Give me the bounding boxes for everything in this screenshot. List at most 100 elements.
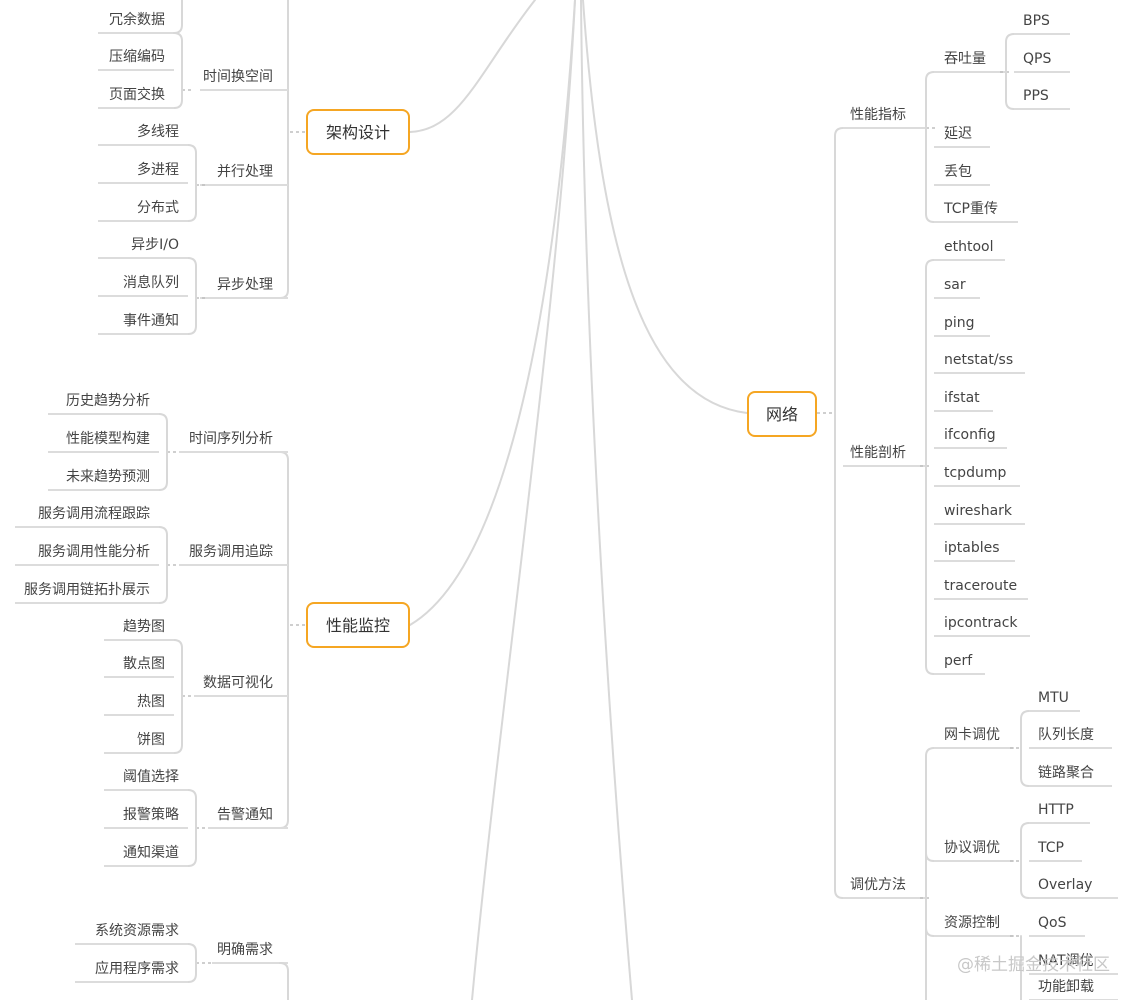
mon-item-1-1: 服务调用性能分析 bbox=[38, 544, 150, 560]
mon-item-2-3: 饼图 bbox=[137, 732, 165, 748]
arch-trunk bbox=[279, 0, 289, 299]
mon-trunk bbox=[279, 451, 289, 829]
mon-group-3: 告警通知 bbox=[217, 806, 273, 823]
mon-item-1-0: 服务调用流程跟踪 bbox=[38, 506, 150, 522]
net-analysis-bracket bbox=[925, 259, 935, 675]
net-analysis-item-5: ifconfig bbox=[944, 427, 996, 443]
trunk-network bbox=[582, 0, 748, 414]
net-analysis-item-0: ethtool bbox=[944, 239, 994, 255]
arch-item-2-2: 事件通知 bbox=[123, 312, 179, 329]
net-throughput-item-1: QPS bbox=[1023, 51, 1051, 67]
net-tuning: 调优方法 bbox=[850, 877, 906, 893]
net-tuning-item-1-2: Overlay bbox=[1038, 877, 1092, 893]
req-trunk bbox=[279, 962, 289, 1000]
mon-item-2-0: 趋势图 bbox=[123, 619, 165, 635]
arch-item-1-1: 多进程 bbox=[137, 161, 179, 178]
watermark: @稀土掘金技术社区 bbox=[957, 955, 1110, 975]
net-throughput-item-0: BPS bbox=[1023, 13, 1050, 29]
net-analysis-item-1: sar bbox=[944, 277, 966, 293]
hub-monitoring[interactable] bbox=[306, 602, 410, 648]
arch-item-0-0: 冗余数据 bbox=[109, 11, 165, 28]
net-throughput-item-2: PPS bbox=[1023, 88, 1049, 104]
mon-item-0-1: 性能模型构建 bbox=[66, 431, 150, 447]
net-tuning-bracket-0 bbox=[1020, 710, 1030, 787]
net-tuning-item-2-0: QoS bbox=[1038, 915, 1067, 931]
net-tuning-group-0: 网卡调优 bbox=[944, 727, 1000, 743]
net-tuning-item-1-0: HTTP bbox=[1038, 802, 1074, 818]
arch-bracket-0 bbox=[173, 32, 183, 109]
net-metrics-item-1: 丢包 bbox=[944, 164, 972, 180]
net-tuning-item-1-1: TCP bbox=[1037, 840, 1064, 856]
hub-network-label: 网络 bbox=[766, 405, 798, 424]
net-metrics-item-0: 延迟 bbox=[944, 126, 972, 142]
net-tuning-join-1 bbox=[925, 852, 935, 862]
net-analysis-item-2: ping bbox=[944, 315, 975, 331]
hub-network[interactable] bbox=[747, 391, 817, 437]
net-tuning-bracket bbox=[925, 747, 935, 1000]
arch-item-2-1: 消息队列 bbox=[123, 274, 179, 291]
arch-item-0-1: 压缩编码 bbox=[109, 49, 165, 65]
arch-group-0: 时间换空间 bbox=[203, 68, 273, 85]
net-tuning-item-2-1: NAT调优 bbox=[1038, 953, 1094, 969]
net-throughput-bracket bbox=[1005, 33, 1015, 110]
net-tuning-group-2: 资源控制 bbox=[944, 915, 1000, 931]
mon-item-2-1: 散点图 bbox=[123, 656, 165, 672]
arch-item-1-2: 分布式 bbox=[137, 200, 179, 216]
hub-architecture[interactable] bbox=[306, 109, 410, 155]
net-metrics: 性能指标 bbox=[850, 107, 906, 123]
mon-item-0-2: 未来趋势预测 bbox=[66, 469, 150, 485]
arch-bracket-2 bbox=[187, 257, 197, 335]
connector-lines bbox=[15, 0, 1118, 1000]
mon-item-3-2: 通知渠道 bbox=[123, 844, 179, 861]
mon-bracket-0 bbox=[158, 413, 168, 491]
mon-bracket-1 bbox=[158, 526, 168, 604]
arch-group-1: 并行处理 bbox=[217, 164, 273, 180]
arch-item-2-0: 异步I/O bbox=[131, 237, 179, 253]
mon-item-3-0: 阈值选择 bbox=[123, 769, 179, 785]
mon-group-0: 时间序列分析 bbox=[189, 431, 273, 447]
req-bracket bbox=[187, 943, 197, 983]
net-metrics-bracket bbox=[925, 71, 935, 223]
net-analysis-item-3: netstat/ss bbox=[944, 352, 1013, 368]
arch-top-bracket bbox=[173, 0, 183, 34]
hub-architecture-label: 架构设计 bbox=[326, 123, 390, 142]
req-item-1: 应用程序需求 bbox=[95, 960, 179, 977]
net-analysis-item-6: tcpdump bbox=[944, 465, 1006, 481]
net-analysis: 性能剖析 bbox=[850, 445, 906, 461]
net-analysis-item-7: wireshark bbox=[944, 503, 1013, 519]
net-analysis-item-4: ifstat bbox=[944, 390, 980, 406]
net-tuning-item-0-0: MTU bbox=[1038, 690, 1069, 706]
net-tuning-item-0-2: 链路聚合 bbox=[1038, 765, 1094, 781]
mon-item-0-0: 历史趋势分析 bbox=[66, 393, 150, 409]
arch-item-1-0: 多线程 bbox=[137, 123, 179, 140]
net-analysis-item-11: perf bbox=[944, 653, 973, 669]
net-tuning-item-2-2: 功能卸载 bbox=[1038, 979, 1094, 995]
arch-group-2: 异步处理 bbox=[217, 277, 273, 293]
mon-item-1-2: 服务调用链拓扑展示 bbox=[24, 582, 150, 598]
mon-bracket-2 bbox=[173, 639, 183, 754]
trunk-architecture bbox=[409, 0, 536, 133]
mon-group-1: 服务调用追踪 bbox=[189, 544, 273, 560]
mon-bracket-3 bbox=[187, 789, 197, 867]
mon-item-3-1: 报警策略 bbox=[123, 806, 179, 823]
req-group-0: 明确需求 bbox=[217, 942, 273, 958]
net-trunk bbox=[834, 127, 844, 899]
trunk-monitoring bbox=[409, 0, 576, 626]
mon-item-2-2: 热图 bbox=[137, 694, 165, 710]
net-throughput: 吞吐量 bbox=[944, 51, 986, 67]
arch-bracket-1 bbox=[187, 144, 197, 222]
net-tuning-item-0-1: 队列长度 bbox=[1038, 727, 1094, 743]
arch-item-0-2: 页面交换 bbox=[109, 86, 165, 103]
net-analysis-item-10: ipcontrack bbox=[944, 615, 1018, 631]
net-metrics-item-2: TCP重传 bbox=[943, 201, 998, 217]
hub-monitoring-label: 性能监控 bbox=[326, 616, 390, 635]
mon-group-2: 数据可视化 bbox=[203, 675, 273, 691]
net-tuning-group-1: 协议调优 bbox=[944, 840, 1000, 856]
net-analysis-item-8: iptables bbox=[944, 540, 1000, 556]
trunk-lower-right bbox=[580, 0, 633, 1000]
net-tuning-bracket-1 bbox=[1020, 822, 1030, 899]
net-tuning-join-2 bbox=[925, 927, 935, 937]
trunk-lower-left bbox=[471, 0, 576, 1000]
